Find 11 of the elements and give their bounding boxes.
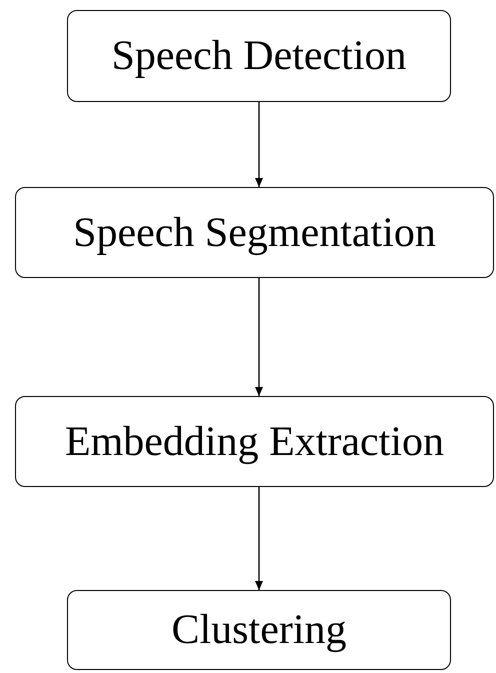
box-label: Speech Segmentation	[73, 208, 436, 256]
process-box	[67, 10, 451, 102]
process-box	[15, 396, 494, 487]
arrow	[255, 102, 263, 187]
arrow	[255, 278, 263, 396]
process-box	[67, 590, 451, 670]
box-label: Embedding Extraction	[64, 418, 444, 466]
box-label: Clustering	[172, 606, 346, 654]
process-box	[15, 187, 494, 278]
arrow	[255, 487, 263, 590]
box-label: Speech Detection	[111, 32, 407, 80]
